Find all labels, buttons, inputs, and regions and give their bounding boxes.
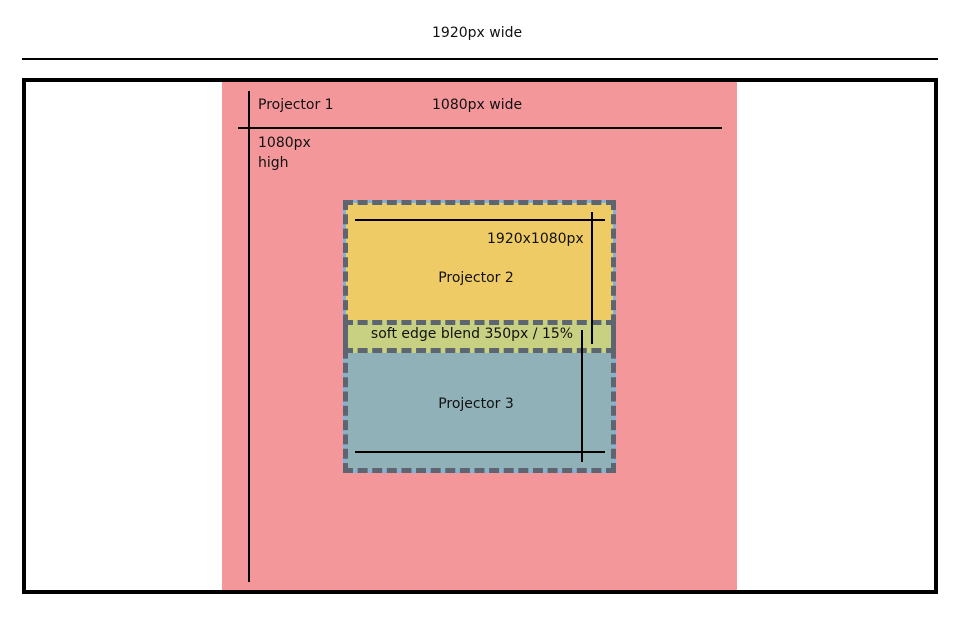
blend-label: soft edge blend 350px / 15% [370, 326, 574, 342]
canvas-width-dimension-line [22, 58, 938, 60]
projector-1-width-label: 1080px wide [432, 97, 523, 113]
projector-2-height-line [591, 212, 593, 344]
projector-2-resolution-label: 1920x1080px [487, 231, 584, 247]
projector-cluster [343, 200, 616, 473]
projector-2-label: Projector 2 [438, 270, 514, 286]
projector-3-height-line [581, 330, 583, 462]
canvas-frame [22, 78, 938, 594]
projector-3-label: Projector 3 [438, 396, 514, 412]
projector-3-area [346, 353, 613, 470]
projector-2-area [346, 203, 613, 320]
projector-2-width-line [355, 219, 605, 221]
canvas-width-label: 1920px wide [432, 25, 523, 41]
projector-2-dashed-border [343, 200, 616, 353]
projector-1-label: Projector 1 [258, 97, 334, 113]
projector-3-dashed-border [343, 320, 616, 473]
projector-3-width-line [355, 451, 605, 453]
blend-area [346, 320, 613, 353]
projector-1-width-line [238, 127, 722, 129]
projector-1-height-label-line2: high [258, 155, 289, 171]
projector-1-height-label-line1: 1080px [258, 135, 311, 151]
projector-1-height-line [248, 91, 250, 582]
